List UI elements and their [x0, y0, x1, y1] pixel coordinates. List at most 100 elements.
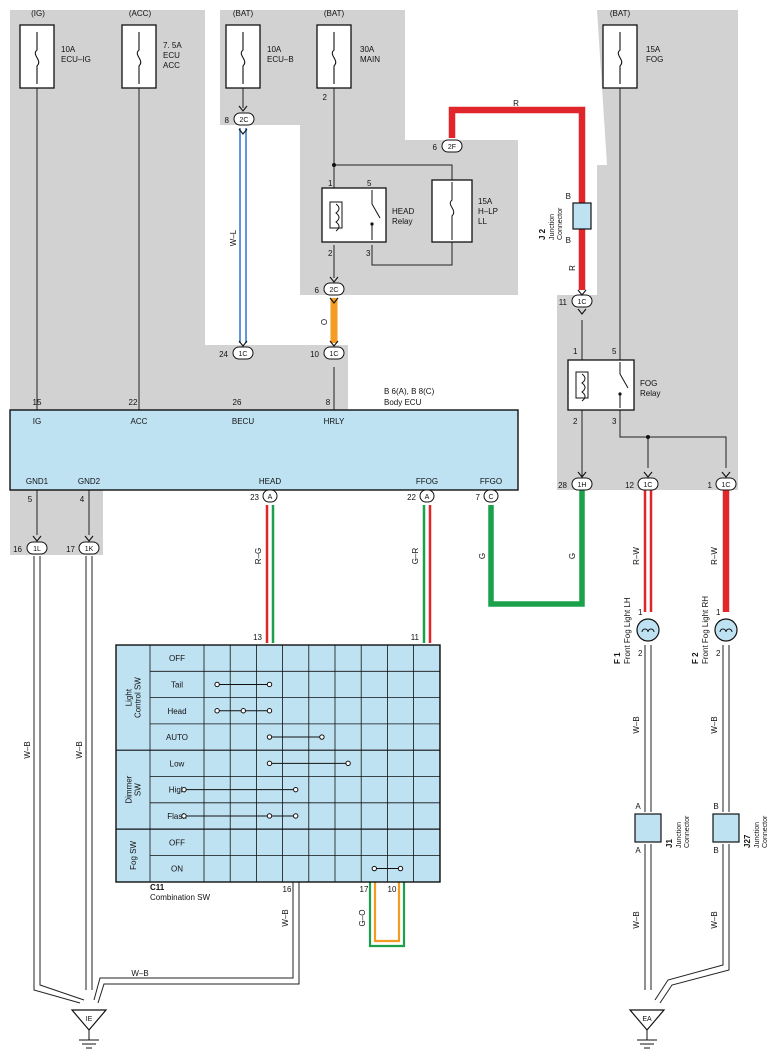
relay-name: HEAD [392, 207, 414, 216]
fuse-name-2: ACC [163, 61, 180, 70]
wire-r-w-lh [643, 490, 653, 612]
svg-text:22: 22 [129, 398, 138, 407]
svg-text:5: 5 [28, 495, 33, 504]
switch-position-label: OFF [169, 654, 185, 663]
ground-ea: EA [628, 1009, 666, 1049]
svg-text:17: 17 [66, 545, 75, 554]
pin-label: 1 [573, 347, 578, 356]
ecu-pin-gnd1: GND1 [26, 477, 49, 486]
fuse-name: ECU–IG [61, 55, 91, 64]
svg-text:EA: EA [642, 1016, 652, 1023]
head-relay: 1 5 2 3 HEAD Relay [321, 179, 414, 258]
wire-g-o [368, 882, 406, 948]
switch-position-label: ON [171, 865, 183, 874]
connector-badges: 2C 2F 2C 1C 1C 1C 1L 1K A A C 1H 1C 1C [26, 112, 737, 555]
fuse-source: (BAT) [610, 9, 631, 18]
svg-text:Light: Light [125, 688, 134, 706]
svg-text:1C: 1C [330, 351, 339, 358]
connector-1c-10: 1C [323, 346, 345, 360]
svg-text:W–B: W–B [632, 911, 641, 928]
lamp-code: F 2 [691, 652, 700, 664]
svg-text:28: 28 [558, 481, 567, 490]
junction-code: J 2 [538, 228, 547, 240]
pin-label: B [713, 802, 718, 811]
svg-text:16: 16 [283, 885, 292, 894]
relay-contact-icon [371, 190, 381, 240]
switch-contact-point [345, 760, 351, 767]
svg-text:1C: 1C [578, 299, 587, 306]
connector-1k: 1K [78, 541, 100, 555]
svg-text:22: 22 [407, 493, 416, 502]
svg-text:6: 6 [433, 143, 438, 152]
svg-text:8: 8 [225, 116, 230, 125]
svg-text:R: R [568, 265, 577, 271]
svg-text:R: R [513, 99, 519, 108]
fuse-element-icon [34, 32, 40, 84]
junction-name: Junction [676, 822, 683, 848]
switch-contact-point [214, 681, 220, 688]
switch-contact-point [181, 813, 187, 819]
pin-label: 1 [328, 179, 333, 188]
splice-dots [332, 163, 650, 439]
svg-text:2C: 2C [240, 117, 249, 124]
svg-text:Fog SW: Fog SW [129, 841, 138, 870]
svg-text:W–B: W–B [632, 716, 641, 733]
junction-j27: B B J27 Junction Connector [712, 802, 769, 855]
bulb-filament-icon [719, 628, 733, 633]
ecu-pin-head: HEAD [259, 477, 281, 486]
switch-contact-point [266, 681, 273, 688]
ground-ie: IE [70, 1009, 108, 1049]
pin-label: B [713, 846, 718, 855]
fuse-name: FOG [646, 55, 663, 64]
svg-text:1C: 1C [239, 351, 248, 358]
svg-text:2: 2 [323, 93, 328, 102]
fuse-element-icon [331, 32, 337, 84]
svg-text:W–B: W–B [75, 741, 84, 758]
switch-position-label: Head [167, 707, 186, 716]
ecu-pin-gnd2: GND2 [78, 477, 101, 486]
switch-contact-point [181, 786, 187, 793]
svg-text:17: 17 [360, 885, 369, 894]
svg-text:R–W: R–W [632, 547, 641, 565]
fuse-ecu-ig: (IG) 10A ECU–IG [19, 9, 91, 89]
fuse-element-icon [617, 32, 623, 84]
pin-label: 3 [612, 417, 617, 426]
svg-text:A: A [425, 494, 430, 501]
pin-label: B [566, 236, 571, 245]
svg-text:1: 1 [708, 481, 713, 490]
relay-coil-icon [581, 373, 586, 402]
svg-text:R–W: R–W [710, 547, 719, 565]
switch-position-label: High [169, 786, 185, 795]
svg-text:W–B: W–B [710, 716, 719, 733]
junction-name-2: Connector [557, 207, 564, 240]
connector-a-22: A [419, 489, 435, 503]
junction-j2: B B J 2 Junction Connector [538, 192, 592, 245]
body-ecu: B 6(A), B 8(C) Body ECU IG ACC BECU HRLY… [9, 387, 519, 491]
pin-label: 1 [638, 608, 643, 617]
svg-text:15: 15 [33, 398, 42, 407]
switch-contact-point [214, 708, 220, 714]
connector-a-23: A [262, 489, 278, 503]
connector-1c-11: 1C [571, 294, 593, 308]
connector-arrows [32, 105, 731, 542]
wire-r-g [265, 505, 275, 643]
switch-contact-point [266, 708, 273, 714]
svg-text:W–B: W–B [710, 911, 719, 928]
svg-text:O: O [320, 319, 329, 325]
switch-contact-point [371, 865, 377, 872]
svg-text:4: 4 [80, 495, 85, 504]
switch-code: C11 [150, 883, 165, 892]
connector-1c-1: 1C [715, 477, 737, 491]
relay-contact-icon [619, 362, 629, 408]
colour-wires [239, 106, 730, 948]
ecu-pin-hrly: HRLY [324, 417, 345, 426]
ecu-pin-ffog: FFOG [416, 477, 438, 486]
wire-color-labels: W–L O R R R–G G–R G G R–W R–W W–B W–B W–… [23, 99, 719, 978]
svg-text:7: 7 [476, 493, 481, 502]
pin-label: 2 [716, 649, 721, 658]
switch-contact-point [266, 760, 273, 767]
switch-group-label: Fog SW [129, 841, 138, 870]
svg-text:6: 6 [315, 286, 320, 295]
relay-sub: Relay [392, 217, 412, 226]
